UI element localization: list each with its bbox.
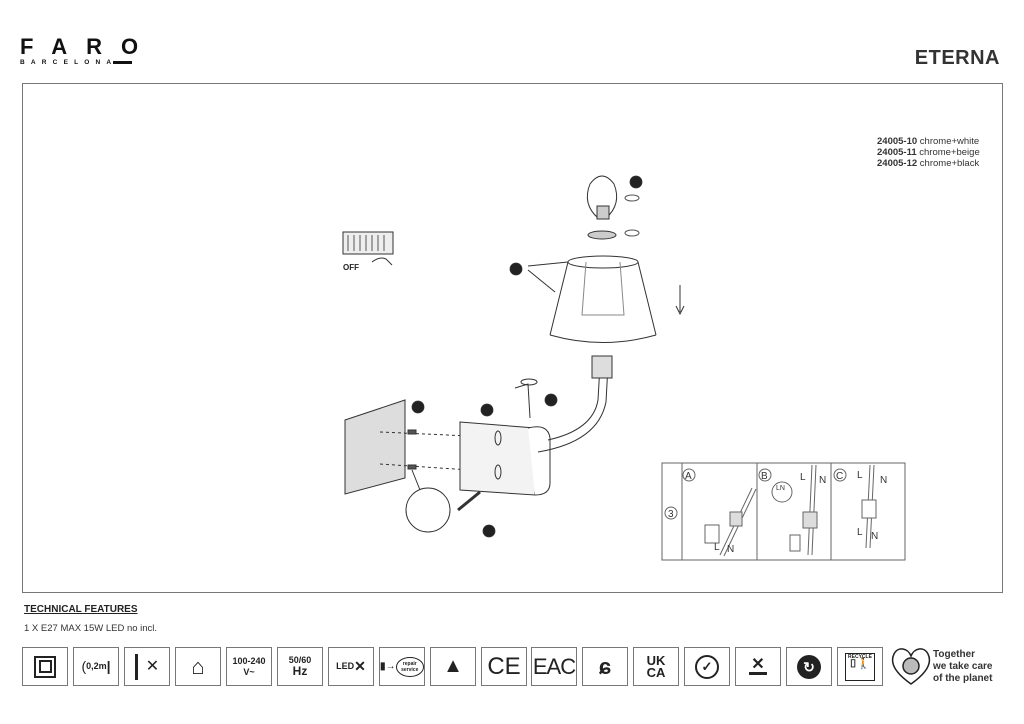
technical-features-title: TECHNICAL FEATURES bbox=[24, 604, 138, 615]
callout-4: 4 bbox=[548, 395, 554, 407]
svg-text:L: L bbox=[714, 542, 720, 553]
wall-icon bbox=[344, 399, 406, 495]
svg-text:N: N bbox=[880, 475, 887, 486]
switch-off-label: OFF bbox=[343, 263, 359, 272]
reference-item: 24005-11 chrome+beige bbox=[877, 147, 980, 158]
ce-mark-icon: CE bbox=[481, 647, 527, 686]
svg-text:N: N bbox=[727, 544, 734, 555]
callout-5: 5 bbox=[513, 264, 519, 276]
planet-slogan: Together we take care of the planet bbox=[933, 649, 993, 684]
breaker-switch-icon bbox=[342, 231, 394, 266]
detail-magnifier bbox=[405, 487, 451, 533]
panel-b-label: B bbox=[761, 471, 768, 482]
rohs-compliant-icon: ✓ bbox=[684, 647, 730, 686]
reference-item: 24005-12 chrome+black bbox=[877, 158, 980, 169]
svg-text:LN: LN bbox=[776, 485, 785, 492]
svg-text:L: L bbox=[857, 527, 863, 538]
planet-heart-icon bbox=[891, 648, 931, 685]
led-not-replaceable-icon: LED✕ bbox=[328, 647, 374, 686]
lamp-shade-icon bbox=[549, 255, 657, 343]
light-bulb-icon bbox=[586, 175, 618, 220]
esd-warning-icon: ▲ bbox=[430, 647, 476, 686]
svg-text:N: N bbox=[819, 475, 826, 486]
callout-1: 1 bbox=[415, 402, 421, 414]
panel-c-label: C bbox=[836, 471, 843, 482]
reference-list: 24005-10 chrome+white 24005-11 chrome+be… bbox=[877, 136, 980, 169]
brand-subtitle: BARCELONA bbox=[20, 59, 118, 66]
reference-item: 24005-10 chrome+white bbox=[877, 136, 980, 147]
assembly-illustration: OFF 1 2 3 4 5 6 3 A B bbox=[342, 175, 906, 561]
panel-a-label: A bbox=[685, 471, 692, 482]
svg-text:L: L bbox=[800, 472, 806, 483]
callout-2: 2 bbox=[484, 405, 490, 417]
recycle-icon: RECYCLE⌷🚶 bbox=[837, 647, 883, 686]
indoor-use-icon: ⌂ bbox=[175, 647, 221, 686]
faro-logo: FARO BARCELONA bbox=[20, 34, 158, 67]
repair-service-icon: ▮→repair service bbox=[379, 647, 425, 686]
assembly-diagram-frame bbox=[22, 83, 1003, 593]
bulb-spec: 1 X E27 MAX 15W LED no incl. bbox=[24, 623, 158, 634]
weee-bin-icon: ✕ bbox=[735, 647, 781, 686]
wiring-step: 3 bbox=[668, 509, 674, 520]
class-ii-icon bbox=[22, 647, 68, 686]
no-insulation-contact-icon: ✕ bbox=[124, 647, 170, 686]
callout-3: 3 bbox=[486, 526, 492, 538]
ukrsepro-mark-icon: ɕ bbox=[582, 647, 628, 686]
brand-name: FARO bbox=[20, 34, 158, 59]
callout-6: 6 bbox=[633, 177, 639, 189]
svg-text:L: L bbox=[857, 470, 863, 481]
svg-text:N: N bbox=[871, 531, 878, 542]
green-dot-icon: ↻ bbox=[786, 647, 832, 686]
eac-mark-icon: EAC bbox=[531, 647, 577, 686]
product-title: ETERNA bbox=[914, 47, 1000, 69]
distance-icon: (0,2m| bbox=[73, 647, 119, 686]
